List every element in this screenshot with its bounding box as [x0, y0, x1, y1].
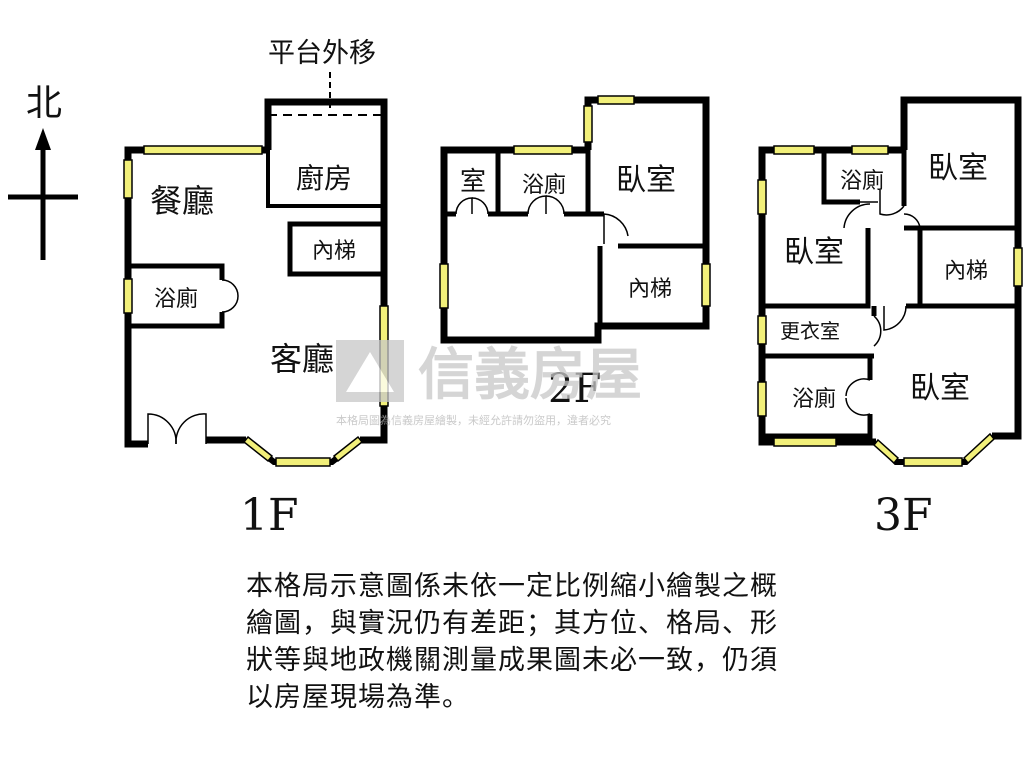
2f-bedroom-wall [585, 150, 604, 217]
2f-window-east [701, 263, 711, 307]
north-label: 北 [26, 83, 62, 124]
1f-window-west-2 [123, 278, 133, 314]
2f-room-bath: 浴廁 [522, 173, 566, 198]
3f-window-west-2 [757, 315, 767, 345]
2f-window-bedroom-west [583, 105, 593, 143]
3f-door-bath-2 [845, 378, 871, 416]
disclaimer-line: 繪圖，與實況仍有差距；其方位、格局、形 [246, 608, 778, 639]
2f-window-north [597, 95, 635, 105]
3f-window-bay-right [962, 432, 996, 465]
2f-room-small: 室 [460, 167, 486, 197]
1f-bath-bottom [128, 312, 225, 329]
1f-bath-top [128, 263, 225, 280]
3f-bedroom-w-walls [762, 228, 871, 309]
3f-doors [843, 190, 921, 416]
3f-room-closet: 更衣室 [780, 319, 840, 343]
1f-room-living: 客廳 [270, 340, 334, 378]
3f-window-south [773, 437, 837, 447]
1f-wall-east [264, 98, 388, 444]
3f-room-bedroom-w: 臥室 [784, 235, 844, 270]
3f-room-bath-2: 浴廁 [792, 387, 836, 412]
3f-door-hall [883, 305, 907, 331]
floor-label-1f: 1F [240, 490, 299, 541]
3f-window-west-1 [757, 179, 767, 215]
3f-door-bedroom-ne [879, 190, 905, 216]
2f-room-bedroom: 臥室 [616, 163, 676, 198]
1f-kitchen-wall [266, 150, 384, 208]
2f-doors [455, 195, 629, 244]
floor-2f [440, 96, 710, 344]
1f-window-bay-left [242, 435, 274, 463]
1f-labels: 餐廳 廚房 內梯 浴廁 客廳 1F [150, 162, 356, 541]
3f-bath-top-walls [821, 150, 860, 205]
platform-note: 平台外移 [268, 38, 376, 69]
2f-window-west [439, 263, 449, 309]
3f-door-bath [843, 201, 878, 229]
1f-stair-box [287, 221, 387, 277]
1f-room-kitchen: 廚房 [296, 162, 352, 195]
2f-door-2 [471, 197, 489, 215]
3f-door-stairs [903, 213, 921, 229]
1f-room-bath: 浴廁 [154, 287, 198, 312]
2f-labels: 室 浴廁 臥室 內梯 2F [460, 163, 676, 412]
1f-doors [147, 279, 239, 445]
2f-door-3 [527, 195, 547, 215]
3f-windows [757, 145, 1023, 467]
2f-outer-walls [440, 96, 710, 344]
disclaimer: 本格局示意圖係未依一定比例縮小繪製之概 繪圖，與實況仍有差距；其方位、格局、形 … [246, 568, 886, 716]
disclaimer-line: 狀等與地政機關測量成果圖未必一致，仍須 [246, 645, 778, 676]
disclaimer-line: 以房屋現場為準。 [246, 682, 470, 713]
1f-room-dining: 餐廳 [150, 182, 214, 220]
3f-labels: 浴廁 臥室 臥室 內梯 更衣室 浴廁 臥室 3F [780, 151, 988, 541]
3f-door-closet [873, 315, 882, 347]
3f-room-bedroom-s: 臥室 [910, 371, 970, 406]
3f-room-stairs: 內梯 [944, 259, 988, 284]
3f-room-bath-1: 浴廁 [840, 169, 884, 194]
3f-window-west-3 [757, 381, 767, 417]
floor-label-3f: 3F [874, 490, 933, 541]
2f-door-4 [545, 195, 565, 215]
1f-entry-door-right [175, 413, 207, 445]
1f-window-west-1 [123, 159, 133, 199]
1f-window-north [143, 145, 263, 155]
3f-window-north-2 [851, 145, 889, 155]
2f-windows [439, 95, 711, 309]
3f-room-bedroom-ne: 臥室 [928, 151, 988, 186]
3f-bath-bottom [762, 414, 873, 439]
compass: 北 [8, 83, 78, 260]
disclaimer-line: 本格局示意圖係未依一定比例縮小繪製之概 [246, 571, 778, 602]
watermark-brand: 信義房屋 [418, 343, 642, 408]
1f-window-bay-right [332, 435, 364, 463]
watermark-logo-mark [346, 352, 394, 392]
north-arrow-head [35, 128, 51, 150]
2f-door-5 [603, 213, 629, 244]
3f-window-north-1 [773, 145, 815, 155]
floor-1f [124, 98, 388, 465]
2f-window-bath [513, 145, 573, 155]
1f-window-bay-front [275, 457, 331, 467]
1f-entry-door-left [147, 413, 177, 445]
floor-label-2f: 2F [548, 366, 601, 412]
watermark-notice: 本格局圖為信義房屋繪製，未經允許請勿盜用，違者必究 [336, 413, 611, 427]
watermark: 信義房屋 本格局圖為信義房屋繪製，未經允許請勿盜用，違者必究 [336, 340, 642, 427]
2f-room-stairs: 內梯 [628, 277, 672, 302]
3f-window-bay-left [872, 438, 900, 465]
1f-room-stairs: 內梯 [312, 239, 356, 264]
3f-window-east [1013, 247, 1023, 287]
3f-window-bay-front [903, 457, 963, 467]
3f-wall-east [900, 96, 1022, 440]
2f-door-1 [455, 197, 473, 215]
1f-bath-door [221, 279, 239, 313]
